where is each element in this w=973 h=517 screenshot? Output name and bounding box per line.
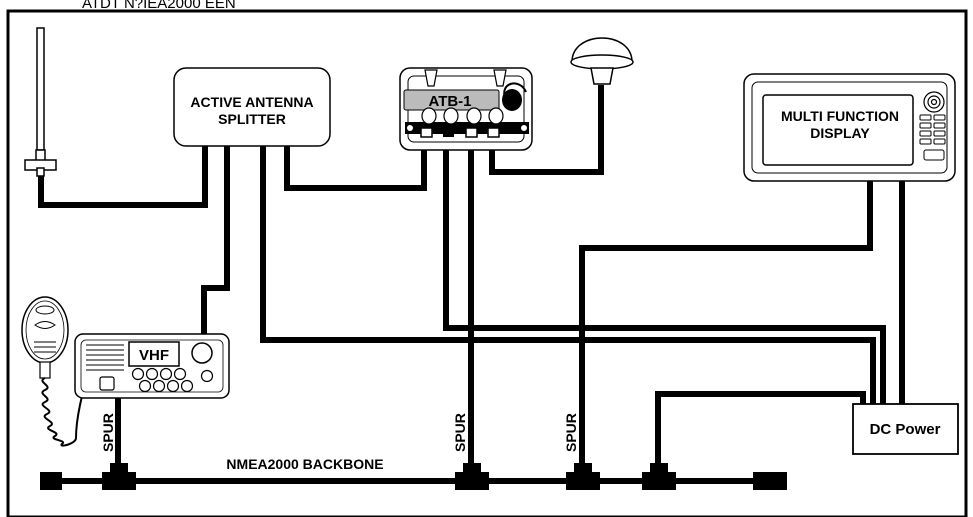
mfd-label: DISPLAY [810, 125, 870, 141]
handset-microphone [21, 296, 91, 447]
vhf-radio: VHF [74, 333, 230, 399]
spur-label: SPUR [100, 413, 116, 452]
cable-antenna-to-splitter [38, 145, 208, 208]
vhf-antenna [24, 27, 57, 177]
splitter-label: SPLITTER [218, 111, 286, 127]
backbone-label: NMEA2000 BACKBONE [226, 456, 383, 472]
vhf-label: VHF [139, 347, 169, 364]
tee-connector [455, 463, 489, 490]
dc-power-label: DC Power [870, 421, 941, 438]
spur-label: SPUR [563, 413, 579, 452]
cable-atb-to-power [443, 135, 886, 406]
keypad-buttons [919, 114, 946, 161]
connector-cap-icon [502, 89, 522, 111]
speaker-grille [86, 344, 124, 371]
rotary-knob-icon [923, 91, 945, 113]
cable-splitter-to-atb [284, 135, 427, 191]
splitter-label: ACTIVE ANTENNA [190, 94, 313, 110]
mfd-label: MULTI FUNCTION [781, 108, 899, 124]
tee-connector [566, 463, 600, 490]
tee-connector [642, 463, 676, 490]
cable-power-to-backbone [655, 391, 866, 468]
cable-gps-to-atb [489, 85, 604, 175]
tee-connector [102, 463, 136, 490]
cable-mfd-spur [579, 180, 873, 468]
cable-splitter-to-power [260, 145, 876, 406]
coiled-cord [41, 377, 77, 447]
backbone-terminator-left [40, 472, 62, 490]
atb-1-device: ATB-1 [399, 67, 533, 151]
backbone-terminator-right [753, 472, 787, 490]
diagram-frame [6, 9, 968, 517]
dc-power-box: DC Power [852, 403, 959, 455]
volume-knob-icon [191, 342, 213, 364]
atb-label: ATB-1 [428, 93, 471, 110]
multi-function-display: MULTI FUNCTION DISPLAY [743, 73, 956, 182]
cable-splitter-to-vhf [201, 145, 230, 336]
active-antenna-splitter: ACTIVE ANTENNA SPLITTER [173, 67, 331, 147]
radio-buttons [99, 367, 214, 393]
header-text: ATDT N?IEA2000 EEN [82, 0, 236, 12]
spur-label: SPUR [452, 413, 468, 452]
gps-antenna [570, 37, 634, 85]
cables [38, 85, 905, 484]
